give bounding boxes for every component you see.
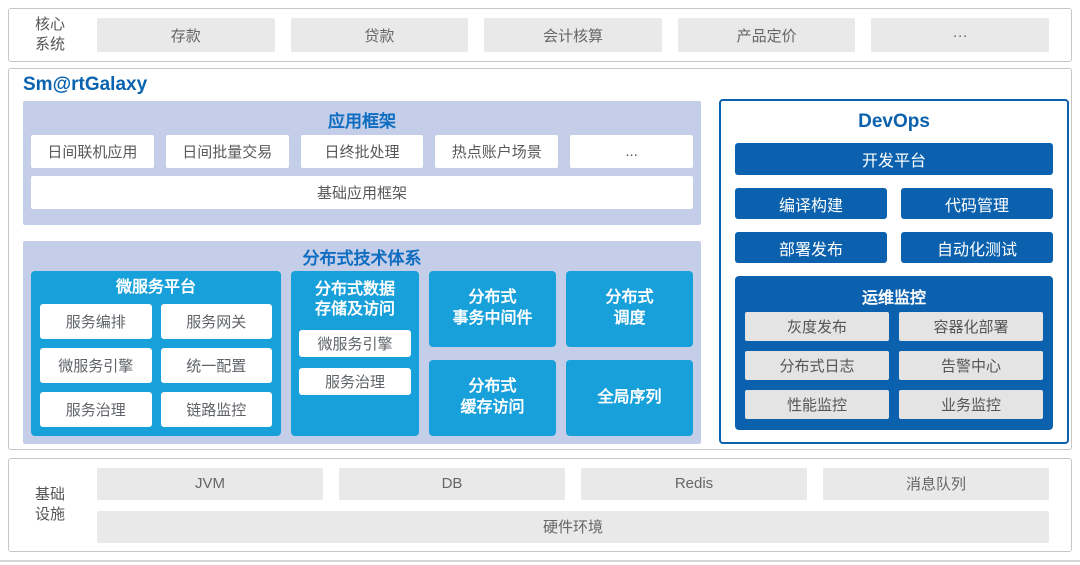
mon-container: 容器化部署	[899, 312, 1043, 341]
ops-monitoring-title: 运维监控	[861, 290, 926, 307]
app-item-batch: 日间批量交易	[165, 135, 289, 168]
mon-alert: 告警中心	[899, 351, 1043, 380]
infra-mq: 消息队列	[823, 467, 1049, 500]
microservice-platform: 微服务平台 服务编排 服务网关 微服务引擎 统一配置 服务治理 链路监控	[31, 271, 281, 436]
ms-gateway: 服务网关	[160, 304, 272, 339]
infra-jvm: JVM	[97, 467, 323, 500]
core-item-pricing: 产品定价	[677, 18, 856, 52]
devops-deploy: 部署发布	[735, 232, 887, 263]
distributed-scheduling: 分布式 调度	[566, 271, 693, 347]
infra-redis: Redis	[581, 467, 807, 500]
devops-tools-row-1: 编译构建 代码管理	[735, 188, 1053, 219]
app-item-hotspot: 热点账户场景	[435, 135, 559, 168]
devops-build: 编译构建	[735, 188, 887, 219]
distributed-col-3: 分布式 事务中间件 分布式 缓存访问	[429, 271, 556, 436]
distributed-cache: 分布式 缓存访问	[429, 360, 556, 436]
core-item-ellipsis: ···	[871, 18, 1049, 52]
ms-engine: 微服务引擎	[40, 348, 152, 383]
devops-autotest: 自动化测试	[901, 232, 1053, 263]
devops-code: 代码管理	[901, 188, 1053, 219]
storage-governance: 服务治理	[299, 368, 411, 395]
infrastructure-items: JVM DB Redis 消息队列	[97, 467, 1049, 500]
mon-performance: 性能监控	[745, 390, 889, 419]
app-framework-base: 基础应用框架	[31, 176, 693, 209]
ms-governance: 服务治理	[40, 392, 152, 427]
devops-panel: DevOps 开发平台 编译构建 代码管理 部署发布 自动化测试 运维监控 灰度…	[719, 99, 1069, 444]
bottom-divider	[0, 560, 1080, 562]
devops-dev-platform: 开发平台	[735, 143, 1053, 175]
storage-title: 分布式数据 存储及访问	[314, 281, 395, 318]
ms-config: 统一配置	[160, 348, 272, 383]
microservice-items: 服务编排 服务网关 微服务引擎 统一配置 服务治理 链路监控	[40, 304, 272, 427]
infrastructure-stack: JVM DB Redis 消息队列 硬件环境	[97, 467, 1049, 543]
ms-orchestration: 服务编排	[40, 304, 152, 339]
distributed-storage: 分布式数据 存储及访问 微服务引擎 服务治理	[291, 271, 419, 436]
ops-monitoring: 运维监控 灰度发布 容器化部署 分布式日志 告警中心 性能监控 业务监控	[735, 276, 1053, 430]
infrastructure-panel: 基础 设施 JVM DB Redis 消息队列 硬件环境	[8, 458, 1072, 552]
global-sequence: 全局序列	[566, 360, 693, 436]
core-system-label: 核心 系统	[35, 15, 66, 53]
mon-log: 分布式日志	[745, 351, 889, 380]
devops-tools-row-2: 部署发布 自动化测试	[735, 232, 1053, 263]
distributed-transaction: 分布式 事务中间件	[429, 271, 556, 347]
platform-title: Sm@rtGalaxy	[23, 74, 148, 95]
app-item-eod: 日终批处理	[300, 135, 424, 168]
ops-monitoring-items: 灰度发布 容器化部署 分布式日志 告警中心 性能监控 业务监控	[745, 312, 1043, 419]
infrastructure-label: 基础 设施	[35, 485, 66, 523]
core-item-deposit: 存款	[97, 18, 275, 52]
microservice-title: 微服务平台	[115, 279, 196, 296]
app-item-ellipsis: ...	[570, 135, 693, 168]
app-framework-title: 应用框架	[328, 111, 396, 131]
app-framework-items: 日间联机应用 日间批量交易 日终批处理 热点账户场景 ...	[31, 135, 693, 168]
distributed-grid: 微服务平台 服务编排 服务网关 微服务引擎 统一配置 服务治理 链路监控 分布式…	[31, 271, 693, 436]
distributed-col-4: 分布式 调度 全局序列	[566, 271, 693, 436]
ms-tracing: 链路监控	[160, 392, 272, 427]
app-item-online: 日间联机应用	[31, 135, 154, 168]
storage-engine: 微服务引擎	[299, 330, 411, 357]
core-system-items: 存款 贷款 会计核算 产品定价 ···	[97, 18, 1049, 52]
infra-hardware: 硬件环境	[97, 510, 1049, 543]
app-framework-section: 应用框架 日间联机应用 日间批量交易 日终批处理 热点账户场景 ... 基础应用…	[23, 101, 701, 225]
devops-title: DevOps	[858, 111, 930, 132]
mon-business: 业务监控	[899, 390, 1043, 419]
core-item-accounting: 会计核算	[484, 18, 662, 52]
core-item-loan: 贷款	[290, 18, 469, 52]
core-system-panel: 核心 系统 存款 贷款 会计核算 产品定价 ···	[8, 8, 1072, 62]
distributed-section: 分布式技术体系 微服务平台 服务编排 服务网关 微服务引擎 统一配置 服务治理 …	[23, 241, 701, 444]
infra-db: DB	[339, 467, 565, 500]
distributed-title: 分布式技术体系	[302, 248, 422, 268]
mon-gray-release: 灰度发布	[745, 312, 889, 341]
smartgalaxy-panel: Sm@rtGalaxy 应用框架 日间联机应用 日间批量交易 日终批处理 热点账…	[8, 68, 1072, 450]
